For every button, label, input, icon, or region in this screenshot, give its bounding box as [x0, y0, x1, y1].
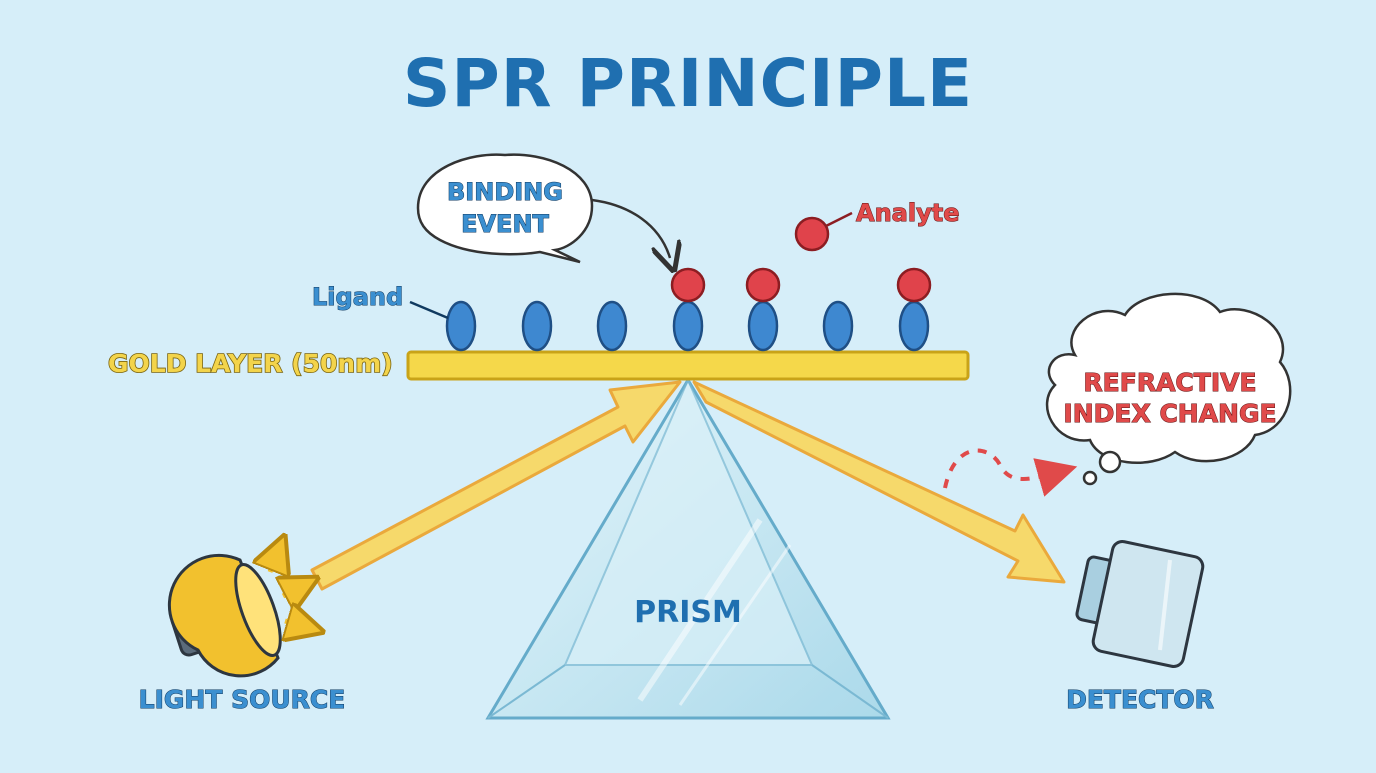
analyte-bound [745, 267, 781, 303]
analyte-leader [825, 211, 853, 228]
incident-beam [310, 380, 682, 591]
analyte-free [794, 216, 830, 252]
ligand [747, 300, 779, 352]
detector-label: DETECTOR [1066, 685, 1214, 714]
analyte-label: Analyte [856, 199, 959, 227]
ligand [898, 300, 930, 352]
bound-analytes [670, 267, 932, 303]
page-title: SPR PRINCIPLE [403, 45, 973, 122]
detector-icon [1075, 540, 1205, 668]
lamp-icon [167, 552, 306, 678]
ligand [445, 300, 477, 352]
prism-label: PRISM [634, 595, 742, 630]
binding-event-bubble [416, 153, 594, 264]
prism [485, 377, 891, 720]
analyte-bound [670, 267, 706, 303]
binding-event-arrow [591, 198, 670, 258]
ligand [822, 300, 854, 352]
ligand [596, 300, 628, 352]
reflected-beam [692, 380, 1066, 584]
refractive-line2: INDEX CHANGE [1063, 399, 1276, 428]
light-source-label: LIGHT SOURCE [139, 685, 346, 714]
ligands [445, 300, 930, 352]
refractive-line1: REFRACTIVE [1083, 368, 1256, 397]
gold-layer-label: GOLD LAYER (50nm) [108, 349, 393, 378]
ligand [521, 300, 553, 352]
binding-event-line1: BINDING [447, 178, 563, 206]
binding-event-line2: EVENT [461, 210, 549, 238]
ligand-leader [409, 300, 449, 320]
ligand [672, 300, 704, 352]
ligand-label: Ligand [312, 283, 403, 311]
refractive-dashed-arrow [943, 448, 1078, 497]
analyte-bound [896, 267, 932, 303]
gold-layer [406, 350, 970, 381]
refractive-index-cloud [1045, 292, 1292, 486]
